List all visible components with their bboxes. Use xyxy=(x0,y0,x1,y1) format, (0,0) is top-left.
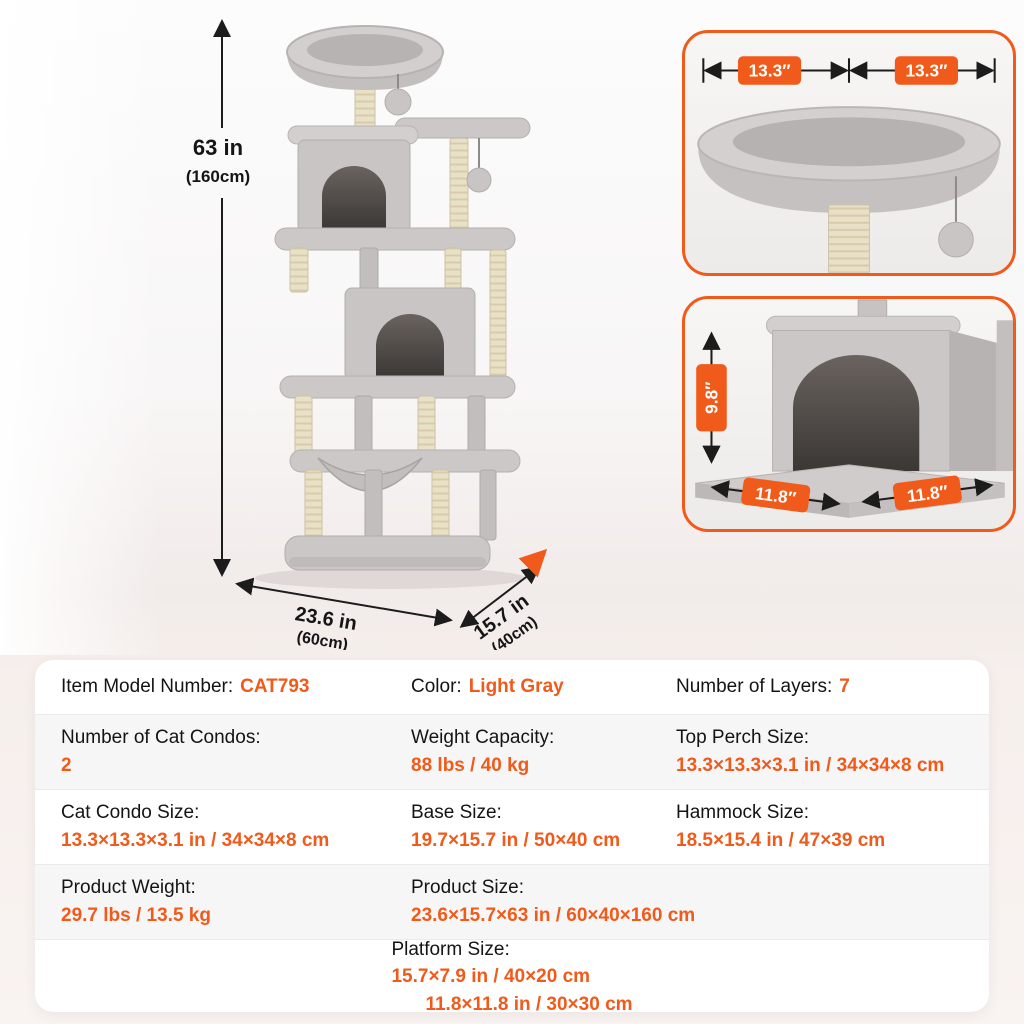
cat-condos-label: Number of Cat Condos: xyxy=(61,727,261,749)
product-size-label: Product Size: xyxy=(411,877,524,899)
spec-row-4: Product Weight: 29.7 lbs / 13.5 kg Produ… xyxy=(35,864,989,939)
background-curtain xyxy=(0,0,160,655)
cat-tree-illustration xyxy=(255,25,531,589)
color-label: Color: xyxy=(411,676,462,698)
perch-dimensions: 13.3″ 13.3″ xyxy=(702,56,996,85)
condo-dimensions: 9.8″ 11.8″ 11.8″ xyxy=(696,331,994,513)
weight-capacity-value: 88 lbs / 40 kg xyxy=(411,755,530,776)
perch-depth-label: 13.3″ xyxy=(905,61,947,81)
height-dimension: 63 in (160cm) xyxy=(186,19,250,577)
model-number-value: CAT793 xyxy=(240,676,310,698)
platform-size-value-2: 11.8×11.8 in / 30×30 cm xyxy=(425,993,633,1012)
cell-top-perch-size: Top Perch Size: 13.3×13.3×3.1 in / 34×34… xyxy=(676,724,963,779)
condo-height-label: 9.8″ xyxy=(702,382,722,414)
hammock-size-label: Hammock Size: xyxy=(676,802,810,824)
perch-illustration xyxy=(697,106,1001,273)
product-size-value: 23.6×15.7×63 in / 60×40×160 cm xyxy=(411,905,696,926)
cell-color: Color: Light Gray xyxy=(411,673,676,701)
condo-illustration xyxy=(695,299,1013,518)
top-perch-size-label: Top Perch Size: xyxy=(676,727,810,749)
cell-product-size: Product Size: 23.6×15.7×63 in / 60×40×16… xyxy=(411,874,963,929)
color-value: Light Gray xyxy=(468,676,564,698)
base-size-label: Base Size: xyxy=(411,802,502,824)
cell-base-size: Base Size: 19.7×15.7 in / 50×40 cm xyxy=(411,799,676,854)
cell-cat-condo-size: Cat Condo Size: 13.3×13.3×3.1 in / 34×34… xyxy=(61,799,411,854)
cell-layers: Number of Layers: 7 xyxy=(676,673,963,701)
platform-size-value-1: 15.7×7.9 in / 40×20 cm xyxy=(391,966,591,988)
height-dimension-metric: (160cm) xyxy=(186,167,250,186)
cat-condo-size-value: 13.3×13.3×3.1 in / 34×34×8 cm xyxy=(61,830,330,851)
width-dimension: 23.6 in (60cm) xyxy=(235,577,453,650)
product-weight-label: Product Weight: xyxy=(61,877,196,899)
callout-top-perch: 13.3″ 13.3″ xyxy=(682,30,1016,276)
callout-condo-detail: 9.8″ 11.8″ 11.8″ xyxy=(682,296,1016,532)
cell-model-number: Item Model Number: CAT793 xyxy=(61,673,411,701)
top-perch-size-value: 13.3×13.3×3.1 in / 34×34×8 cm xyxy=(676,755,945,776)
height-dimension-label: 63 in xyxy=(193,135,243,160)
depth-accent-arrow-icon xyxy=(518,548,548,578)
spec-row-3: Cat Condo Size: 13.3×13.3×3.1 in / 34×34… xyxy=(35,789,989,864)
spec-row-5: Platform Size: 15.7×7.9 in / 40×20 cm 11… xyxy=(35,939,989,1012)
spec-row-1: Item Model Number: CAT793 Color: Light Gra… xyxy=(35,660,989,714)
cell-weight-capacity: Weight Capacity: 88 lbs / 40 kg xyxy=(411,724,676,779)
layers-value: 7 xyxy=(839,676,850,698)
cell-hammock-size: Hammock Size: 18.5×15.4 in / 47×39 cm xyxy=(676,799,963,854)
model-number-label: Item Model Number: xyxy=(61,676,234,698)
cat-tree-diagram: 63 in (160cm) 23.6 in (60cm) 15.7 in (40… xyxy=(186,19,548,650)
spec-row-2: Number of Cat Condos: 2 Weight Capacity:… xyxy=(35,714,989,789)
hammock-size-value: 18.5×15.4 in / 47×39 cm xyxy=(676,830,886,851)
condo-detail-illustration: 9.8″ 11.8″ 11.8″ xyxy=(695,299,1013,518)
top-perch-detail-illustration: 13.3″ 13.3″ xyxy=(697,56,1001,273)
cell-platform-size: Platform Size: 15.7×7.9 in / 40×20 cm 11… xyxy=(391,936,632,1012)
cell-product-weight: Product Weight: 29.7 lbs / 13.5 kg xyxy=(61,874,411,929)
cell-cat-condos: Number of Cat Condos: 2 xyxy=(61,724,411,779)
base-size-value: 19.7×15.7 in / 50×40 cm xyxy=(411,830,621,851)
cat-condos-value: 2 xyxy=(61,755,72,776)
weight-capacity-label: Weight Capacity: xyxy=(411,727,555,749)
spec-table: Item Model Number: CAT793 Color: Light Gra… xyxy=(35,660,989,1012)
perch-width-label: 13.3″ xyxy=(749,61,791,81)
platform-size-label: Platform Size: xyxy=(391,938,510,960)
cat-condo-size-label: Cat Condo Size: xyxy=(61,802,200,824)
product-weight-value: 29.7 lbs / 13.5 kg xyxy=(61,905,211,926)
layers-label: Number of Layers: xyxy=(676,676,833,698)
width-dimension-metric: (60cm) xyxy=(295,629,349,650)
